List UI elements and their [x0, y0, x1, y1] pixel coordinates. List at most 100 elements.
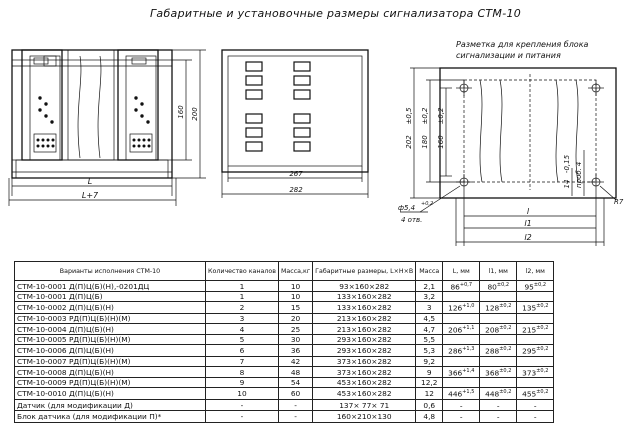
cell-l-value: 126	[448, 303, 463, 313]
cell-l1-value: 208	[485, 325, 500, 335]
cell-l1-tolerance: ±0,2	[499, 303, 512, 310]
mounting-panel	[439, 67, 617, 199]
drawing-title: Габаритные и установочные размеры сигнал…	[150, 7, 522, 20]
cell-channels: 1	[205, 279, 279, 293]
cell-l2-value: 95	[524, 282, 534, 292]
cell-mass-kg: 15	[277, 301, 314, 314]
cell-dimensions: 293×160×282	[312, 344, 417, 357]
cell-l2: 455±0,2	[516, 387, 555, 400]
cell-variant: Датчик (для модификации Д)	[14, 398, 206, 412]
cell-l1-value: 368	[485, 368, 500, 378]
cell-l1: -	[479, 410, 518, 423]
cell-l2-tolerance: ±0,2	[536, 389, 549, 396]
dim-4-note: проб.	[575, 168, 583, 188]
cell-l2: 373±0,2	[516, 365, 555, 379]
cell-l2	[516, 291, 555, 303]
cell-l2-value: 373	[522, 368, 537, 378]
cell-l-value: -	[459, 401, 463, 411]
cell-mass: 4,8	[415, 410, 444, 423]
cell-l1-value: 128	[485, 303, 500, 313]
cell-mass-kg: 48	[277, 365, 314, 379]
cell-mass: 4,7	[415, 322, 444, 336]
cell-l2-tolerance: ±0,2	[536, 346, 549, 353]
cell-l2-value: 295	[522, 346, 537, 356]
cell-mass: 5,5	[415, 334, 444, 346]
cell-l: 366+1,4	[442, 365, 481, 379]
dim-mount-height-2: 180	[421, 135, 429, 149]
cell-dimensions: 213×160×282	[312, 322, 417, 336]
dim-radius: R7	[614, 198, 624, 206]
cell-l1-tolerance: ±0,2	[499, 367, 512, 374]
cell-mass: 4,5	[415, 312, 444, 324]
dim-l1: l1	[524, 219, 531, 228]
blank-panel	[67, 49, 115, 161]
cell-l1: 80±0,2	[479, 279, 518, 293]
cell-channels: 10	[205, 387, 279, 400]
cell-variant: СТМ-10-0001 Д(П)Ц(Б)(Н),-0201ДЦ	[14, 279, 206, 293]
cell-mass-kg: 60	[277, 387, 314, 400]
cell-dimensions: 293×160×282	[312, 334, 417, 346]
cell-variant: СТМ-10-0001 Д(П)Ц(Б)	[14, 291, 206, 303]
cell-l-tolerance: +0,7	[459, 282, 473, 288]
cell-l1	[479, 291, 518, 303]
hole-count: 4 отв.	[401, 216, 422, 224]
cell-l1-value: 80	[487, 282, 497, 292]
cell-mass: 2,1	[415, 279, 444, 293]
dim-total-length-label: 282	[289, 186, 303, 194]
cell-dimensions: 373×160×282	[312, 355, 417, 367]
cell-l1	[479, 334, 518, 346]
cell-l: 126+1,0	[442, 301, 481, 314]
cell-l2-value: -	[533, 401, 537, 411]
dim-mount-height-3-tol: ±0,2	[437, 107, 445, 125]
cell-l-tolerance: +1,0	[462, 303, 475, 310]
cell-variant: СТМ-10-0009 РД(П)Ц(Б)(Н)(М)	[14, 377, 206, 389]
cell-mass-kg: 42	[277, 355, 314, 367]
dim-height-label: 200	[191, 107, 199, 121]
cell-mass: 12	[415, 387, 444, 400]
cell-l2: -	[516, 410, 555, 423]
cell-l1-value: -	[496, 412, 500, 422]
cell-l1: 128±0,2	[479, 301, 518, 314]
dim-mount-height-3: 160	[437, 135, 445, 149]
cell-variant: СТМ-10-0003 РД(П)Ц(Б)(Н)(М)	[14, 312, 206, 324]
cell-channels: 4	[205, 322, 279, 336]
cell-l1	[479, 377, 518, 389]
cell-l1-value: 448	[485, 389, 500, 399]
cell-mass: 3,2	[415, 291, 444, 303]
header-mass: Масса	[415, 261, 444, 281]
cell-l1-tolerance: ±0,2	[499, 324, 512, 331]
cell-dimensions: 453×160×282	[312, 387, 417, 400]
mounting-caption-line1: Разметка для крепления блока	[456, 40, 589, 49]
cell-l2	[516, 312, 555, 324]
cell-l-value: 86	[450, 282, 460, 292]
cell-l: -	[442, 410, 481, 423]
cell-l2	[516, 334, 555, 346]
cell-l-tolerance: +1,5	[462, 389, 475, 396]
header-dimensions: Габаритные размеры, L×H×B	[312, 261, 417, 281]
cell-channels: -	[205, 398, 279, 412]
dim-total-width-label: L+7	[82, 191, 99, 200]
dim-14-tol: -0,15	[563, 154, 571, 173]
cell-l1: 288±0,2	[479, 344, 518, 357]
cell-l2-value: 215	[522, 325, 537, 335]
cell-variant: СТМ-10-0006 Д(П)Ц(Б)(Н)	[14, 344, 206, 357]
indicator-lamps-1	[33, 96, 57, 153]
cell-l	[442, 334, 481, 346]
cell-l1: 208±0,2	[479, 322, 518, 336]
cell-l2-tolerance: ±0,2	[536, 324, 549, 331]
cell-mass: 12,2	[415, 377, 444, 389]
cell-l: -	[442, 398, 481, 412]
cell-l: 446+1,5	[442, 387, 481, 400]
cell-l2: 135±0,2	[516, 301, 555, 314]
cell-variant: Блок датчика (для модификации П)*	[14, 410, 206, 423]
cell-l: 286+1,3	[442, 344, 481, 357]
cell-l1	[479, 355, 518, 367]
cell-l2: 95±0,2	[516, 279, 555, 293]
dim-mount-height-2-tol: ±0,2	[421, 107, 429, 125]
